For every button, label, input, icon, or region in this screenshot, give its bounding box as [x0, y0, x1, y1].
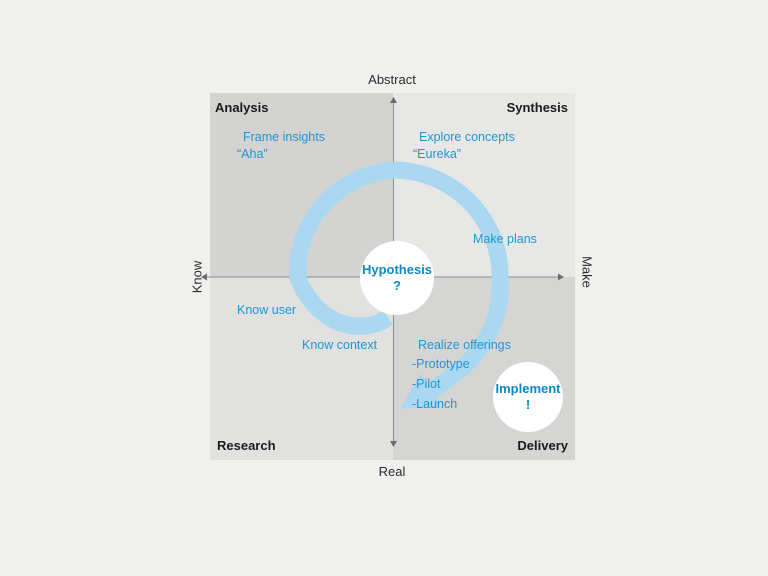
- hypothesis-label: Hypothesis: [361, 262, 433, 277]
- offering-item-launch: -Launch: [412, 397, 458, 411]
- explore-concepts-line2: “Eureka”: [413, 147, 461, 161]
- offering-item-prototype: -Prototype: [412, 357, 470, 371]
- annotation-know-user: Know user: [237, 303, 297, 317]
- axis-arrow-right-icon: [558, 273, 564, 281]
- explore-concepts-line1: Explore concepts: [419, 130, 515, 144]
- quadrant-synthesis-bg: [392, 93, 575, 277]
- axis-label-abstract: Abstract: [368, 72, 416, 87]
- axis-arrow-down-icon: [390, 441, 397, 447]
- axis-arrow-left-icon: [201, 273, 207, 281]
- quadrant-label-synthesis: Synthesis: [506, 100, 568, 115]
- axis-label-make: Make: [579, 256, 595, 288]
- implement-label: Implement: [495, 381, 561, 396]
- axis-arrow-up-icon: [390, 97, 397, 103]
- quadrant-research-bg: [210, 276, 393, 460]
- quadrant-label-analysis: Analysis: [215, 100, 269, 115]
- process-spiral-arrowhead-icon: [400, 373, 442, 409]
- annotation-frame-insights: Frame insights “Aha”: [237, 129, 325, 163]
- annotation-explore-concepts: Explore concepts “Eureka”: [413, 129, 515, 163]
- implement-symbol: !: [525, 397, 531, 412]
- offering-item-pilot: -Pilot: [412, 377, 441, 391]
- hypothesis-symbol: ?: [393, 278, 401, 293]
- quadrant-box: [210, 93, 575, 460]
- annotation-realize-offerings: Realize offerings -Prototype -Pilot -Lau…: [412, 337, 511, 414]
- axis-label-know: Know: [189, 260, 205, 294]
- frame-insights-line2: “Aha”: [237, 147, 268, 161]
- annotation-make-plans: Make plans: [473, 232, 537, 246]
- frame-insights-line1: Frame insights: [243, 130, 325, 144]
- quadrant-label-delivery: Delivery: [517, 438, 568, 453]
- implement-node: Implement !: [493, 362, 563, 432]
- annotation-know-context: Know context: [302, 338, 378, 352]
- axis-label-real: Real: [378, 464, 406, 479]
- hypothesis-node: Hypothesis ?: [360, 241, 434, 315]
- process-spiral: [289, 161, 509, 398]
- quadrant-label-research: Research: [217, 438, 276, 453]
- realize-offerings-title: Realize offerings: [418, 338, 511, 352]
